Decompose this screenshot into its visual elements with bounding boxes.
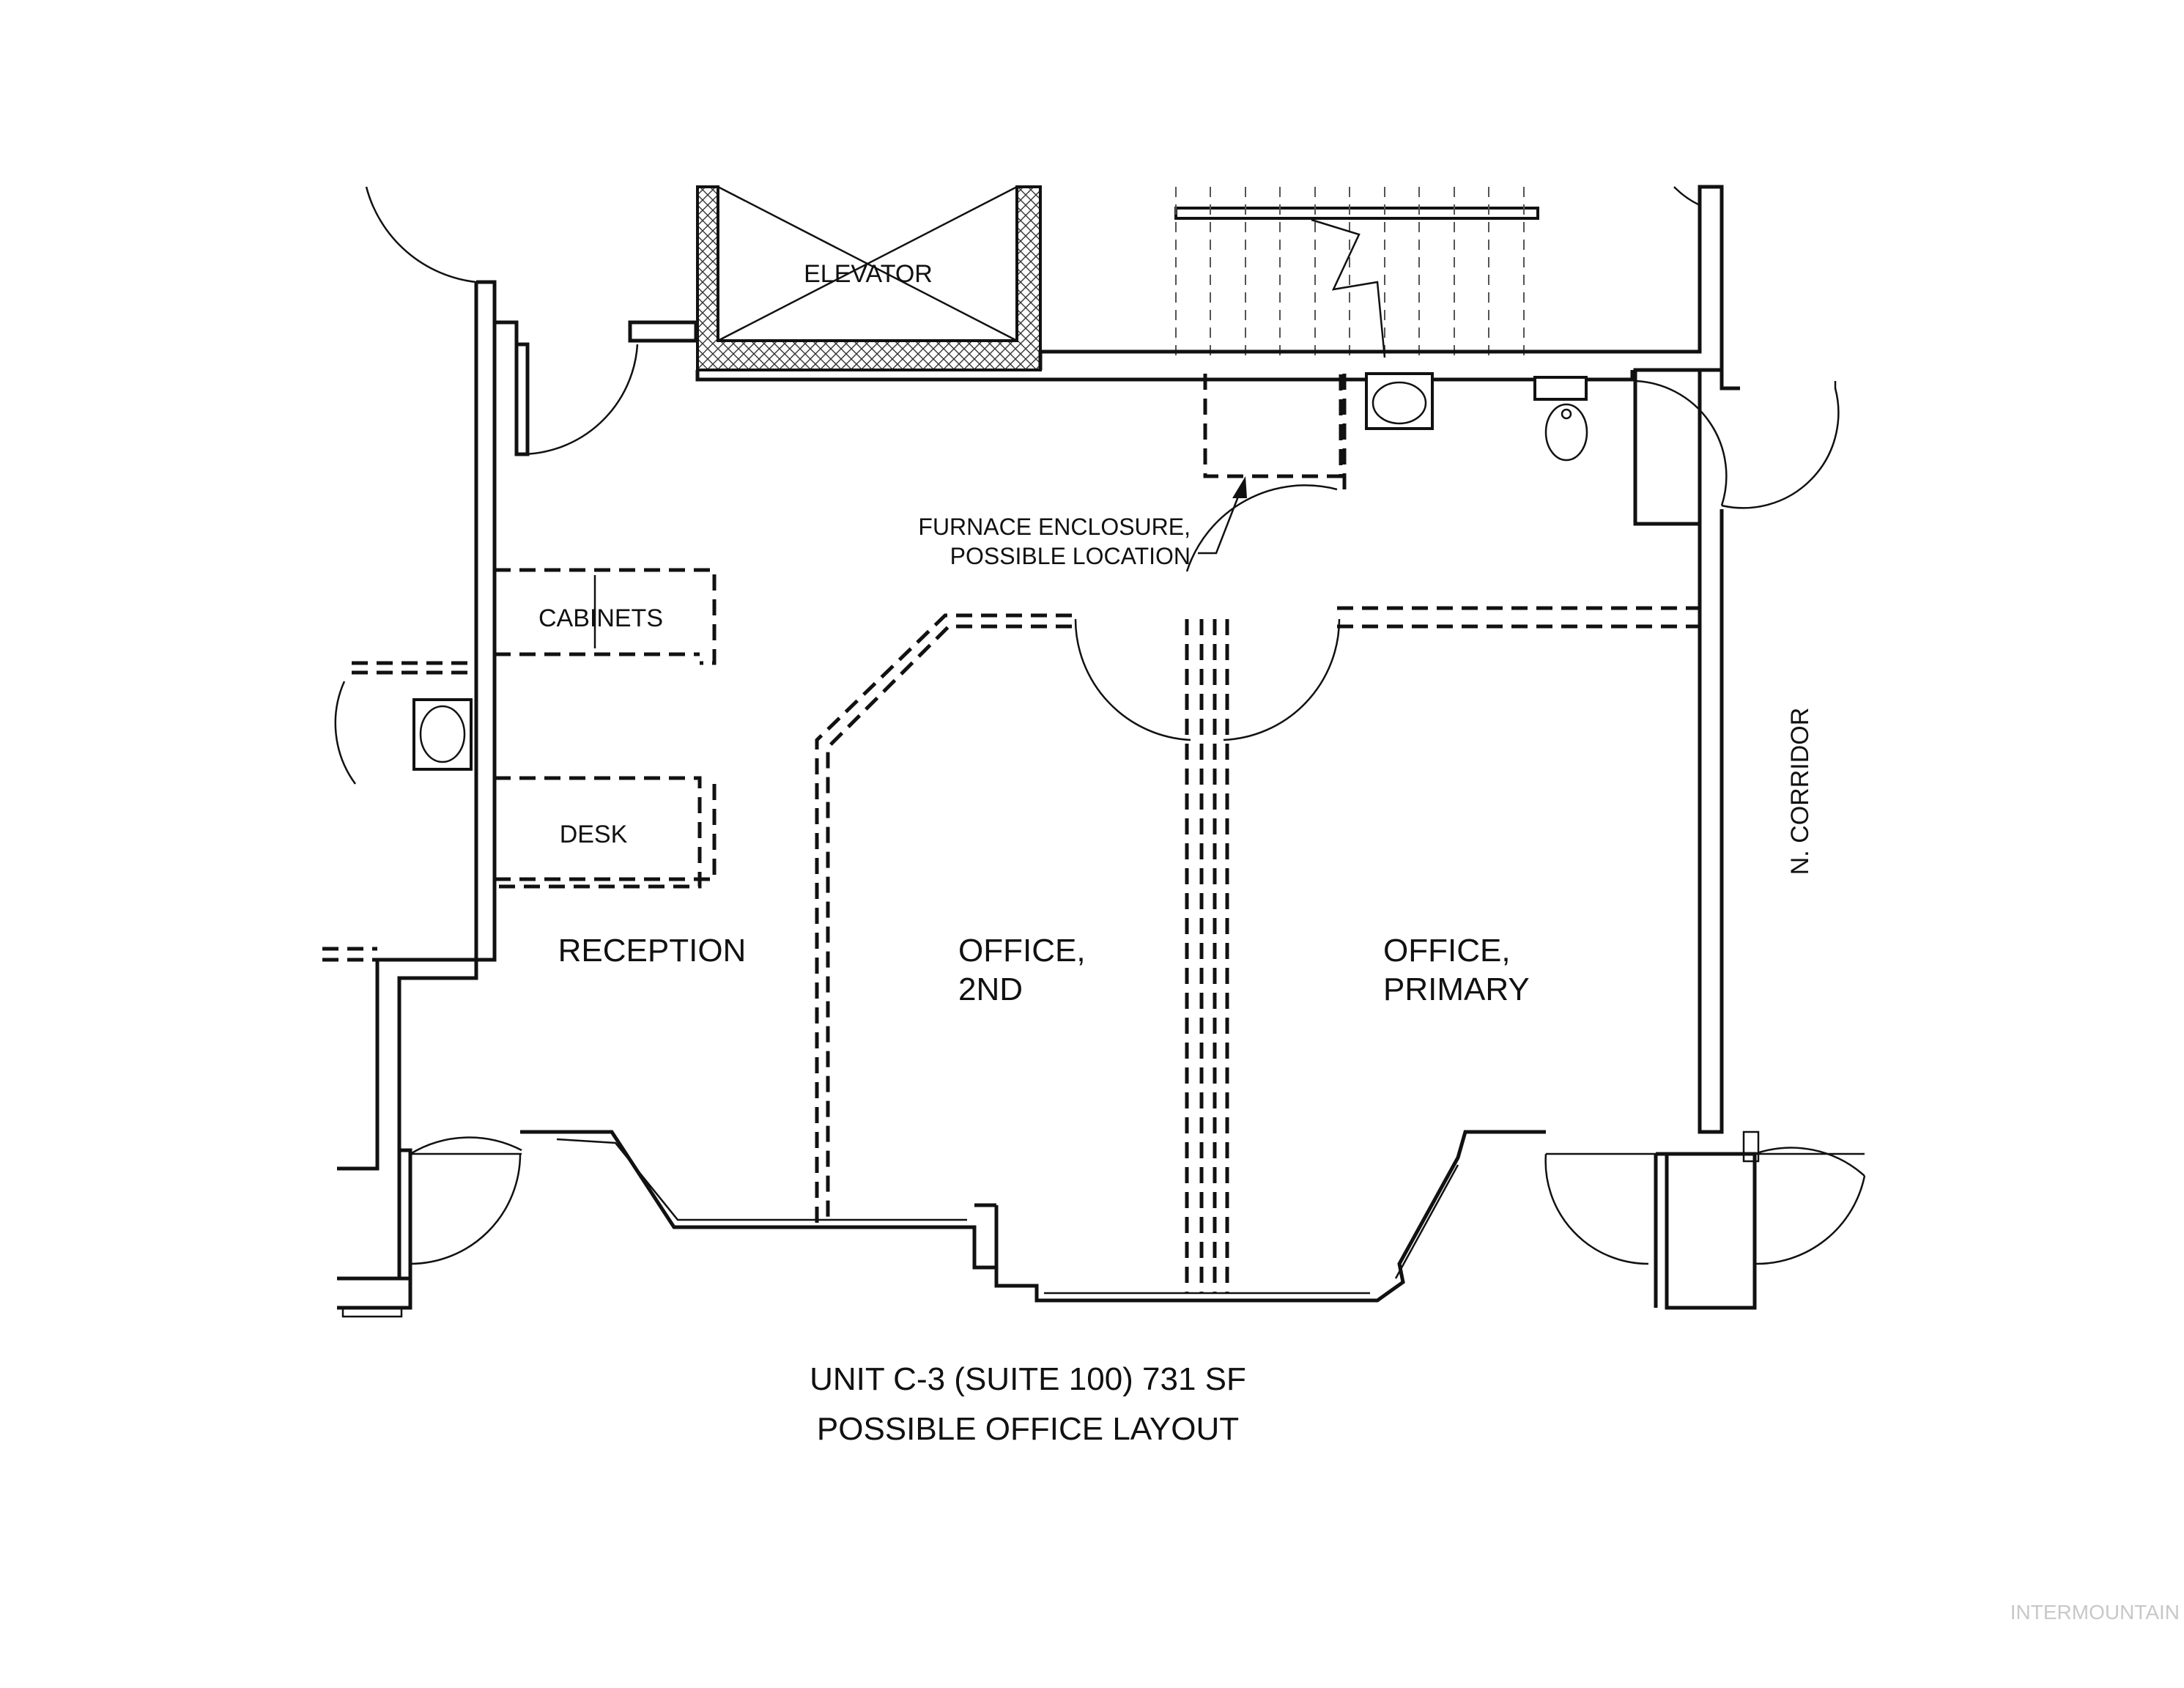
door-swings — [334, 186, 1866, 1265]
elevator-label: ELEVATOR — [804, 260, 933, 288]
elevator-shaft — [696, 185, 1042, 371]
stairs — [1174, 187, 1539, 358]
office-2nd-label-line2: 2ND — [958, 971, 1023, 1007]
furnace-leader — [1198, 476, 1247, 555]
walls — [337, 185, 1760, 1318]
office-primary-label-line2: PRIMARY — [1383, 971, 1530, 1007]
office-primary-label-line1: OFFICE, — [1383, 933, 1511, 969]
cabinets-label: CABINETS — [538, 604, 663, 632]
desk-label: DESK — [560, 821, 628, 848]
caption-line1: UNIT C-3 (SUITE 100) 731 SF — [810, 1361, 1246, 1397]
caption-line2: POSSIBLE OFFICE LAYOUT — [817, 1411, 1239, 1447]
watermark: INTERMOUNTAIN — [2010, 1601, 2180, 1624]
corridor-label: N. CORRIDOR — [1786, 708, 1814, 876]
fixtures — [412, 372, 1588, 771]
office-2nd-label-line1: OFFICE, — [958, 933, 1086, 969]
reception-label: RECEPTION — [558, 933, 747, 969]
furnace-label-line2: POSSIBLE LOCATION — [950, 543, 1191, 569]
proposed-walls — [322, 374, 1700, 1293]
furnace-label-line1: FURNACE ENCLOSURE, — [918, 514, 1191, 540]
